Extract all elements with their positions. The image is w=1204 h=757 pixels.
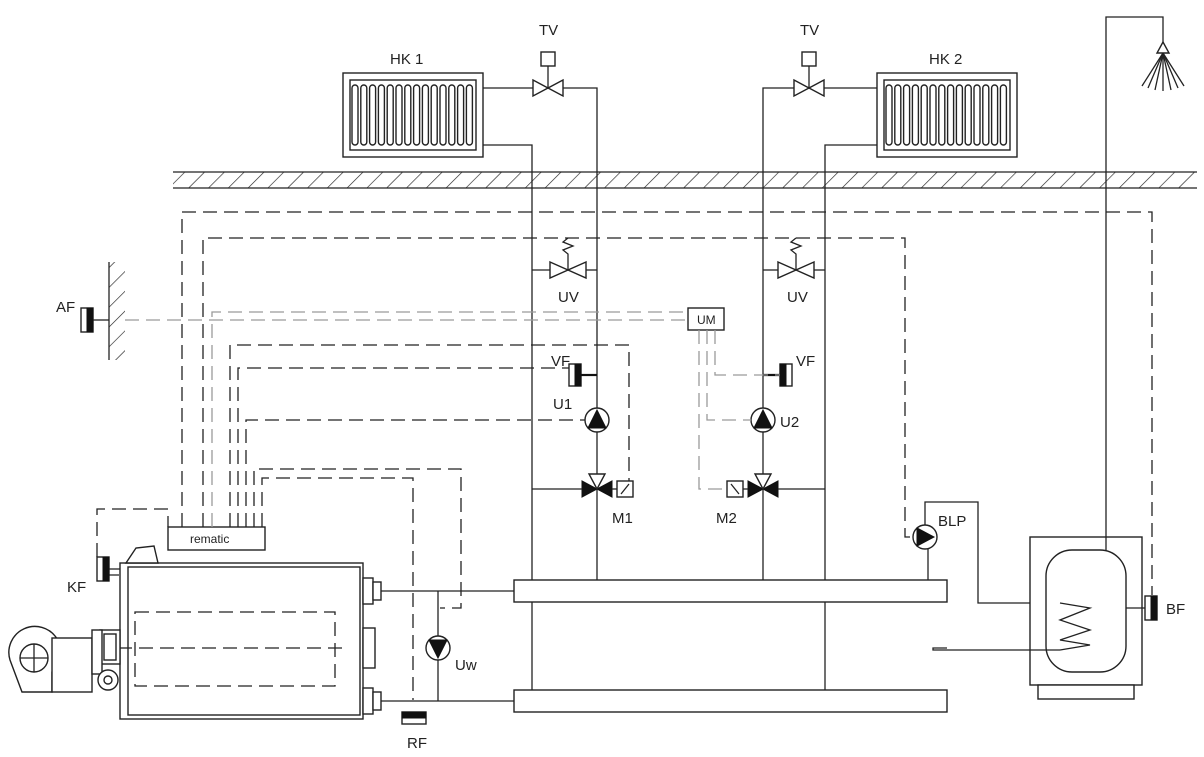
radiator-fin [360,84,368,146]
uv-label-1: UV [558,289,579,306]
mixing-valve-m2 [726,473,825,498]
m2-label: M2 [716,510,737,527]
radiator-fin [368,84,377,146]
pump-u1 [584,407,610,433]
bypass-valve-1 [532,237,597,280]
radiator-fin [990,84,999,146]
radiator-fin [430,84,438,146]
kf-label: KF [67,579,86,596]
mixing-valve-m1 [532,473,634,498]
pump-u2 [750,407,776,433]
bypass-valve-2 [763,237,825,280]
hk2-label: HK 2 [929,51,962,68]
radiator-fin [386,84,394,146]
radiator-fin [894,84,902,146]
outdoor-wall [108,262,125,360]
tv-label-2: TV [800,22,819,39]
radiator-fin [448,84,456,146]
radiator-fin [955,84,964,146]
rematic-label: rematic [190,532,229,546]
storage-sensor-bf [1126,595,1158,621]
return-sensor-rf [401,711,427,725]
sensor-wiring-grey [125,311,780,527]
radiator-fin [973,84,981,146]
radiator-fin [982,84,990,146]
radiator-hk2 [876,72,1018,158]
m1-label: M1 [612,510,633,527]
control-unit-rematic [167,526,266,551]
boiler-sensor-kf [96,556,120,582]
radiator-fin [351,84,359,146]
rf-label: RF [407,735,427,752]
radiator-hk1 [342,72,484,158]
radiator-fin [465,84,474,146]
radiator-fin [377,84,386,146]
radiator-fin [404,84,412,146]
radiator-fin [946,84,955,146]
outdoor-sensor-af [80,307,109,333]
thermostatic-valve-2 [793,51,825,98]
radiator-fin [395,84,403,146]
radiator-fin [938,84,946,146]
radiator-fin [456,84,465,146]
u2-label: U2 [780,414,799,431]
module-um [687,307,725,331]
return-manifold [513,689,948,713]
uw-label: Uw [455,657,477,674]
pump-blp [912,501,1060,604]
hot-water-tank [932,16,1164,700]
um-label: UM [697,313,716,327]
radiator-fin [964,84,972,146]
vf-label-1: VF [551,353,570,370]
boiler [99,545,382,720]
uv-label-2: UV [787,289,808,306]
radiator-fin [999,84,1008,146]
hk1-label: HK 1 [390,51,423,68]
bf-label: BF [1166,601,1185,618]
flow-manifold [513,579,948,603]
blp-label: BLP [938,513,966,530]
radiator-fin [412,84,421,146]
radiator-fin [439,84,447,146]
burner [8,625,119,693]
radiator-fin [911,84,920,146]
manifold-risers [531,549,929,690]
af-label: AF [56,299,75,316]
radiator-fin [929,84,937,146]
floor-slab [173,171,1197,189]
pipes-hk1 [483,87,598,580]
radiator-fin [920,84,928,146]
pipes-hk2 [762,87,877,580]
control-wiring [96,211,1153,700]
tv-label-1: TV [539,22,558,39]
thermostatic-valve-1 [532,51,564,98]
pump-uw [425,635,451,661]
u1-label: U1 [553,396,572,413]
radiator-fin [902,84,911,146]
radiator-fin [885,84,893,146]
radiator-fin [421,84,430,146]
vf-label-2: VF [796,353,815,370]
shower-head-icon [1141,40,1185,91]
flow-sensor-vf1 [568,363,597,387]
